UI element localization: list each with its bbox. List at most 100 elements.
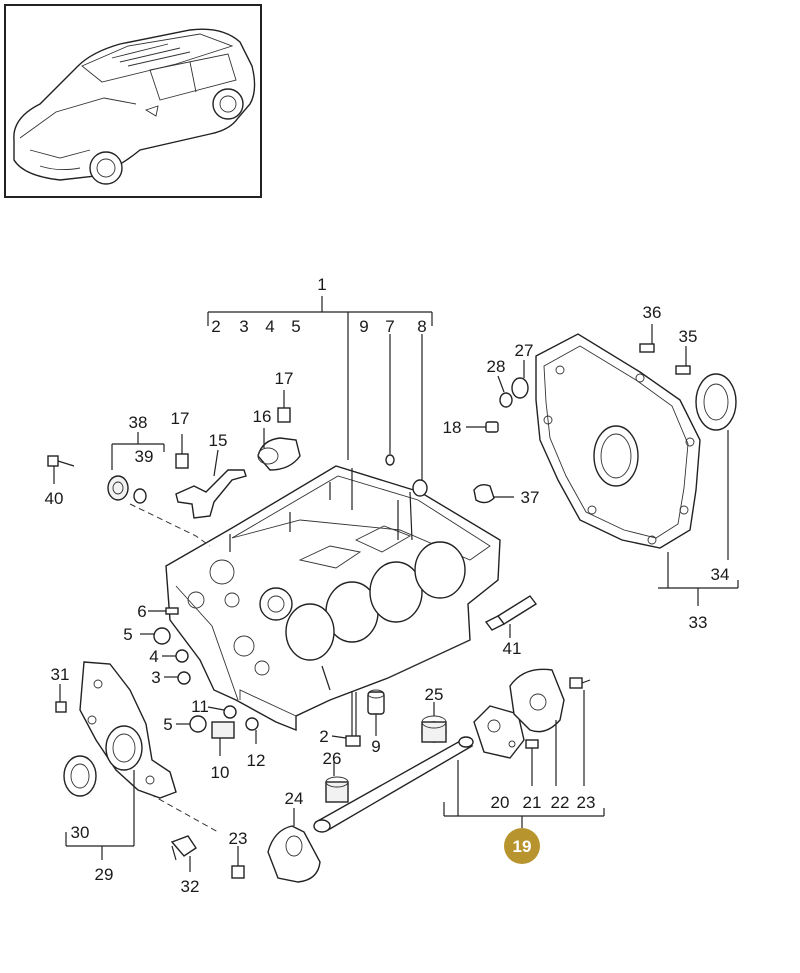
plug-5-top — [140, 627, 171, 645]
pump-plate-20 — [473, 705, 525, 759]
sensor-housing-16 — [257, 428, 301, 471]
ring-11 — [207, 705, 237, 719]
callout-11[interactable]: 11 — [191, 697, 209, 716]
callout-5-mid[interactable]: 5 — [123, 625, 132, 644]
ring-12 — [245, 717, 259, 744]
bracket-group-29 — [65, 770, 135, 860]
bolt-17-top — [277, 390, 291, 423]
callout-23-left[interactable]: 23 — [229, 829, 248, 848]
sensor-38 — [107, 475, 129, 501]
callout-35[interactable]: 35 — [679, 327, 698, 346]
callout-9-top[interactable]: 9 — [359, 317, 368, 336]
bolt-23-right — [569, 677, 591, 786]
callout-24[interactable]: 24 — [285, 789, 304, 808]
callout-23-right[interactable]: 23 — [577, 793, 596, 812]
bolt-35 — [675, 346, 691, 375]
callout-18[interactable]: 18 — [443, 418, 462, 437]
bolt-36 — [639, 324, 655, 353]
callout-3-mid[interactable]: 3 — [151, 668, 160, 687]
callout-7[interactable]: 7 — [385, 317, 394, 336]
callout-21[interactable]: 21 — [523, 793, 542, 812]
counterweight-24 — [267, 808, 321, 883]
bracket-group-33 — [658, 430, 739, 606]
callout-30[interactable]: 30 — [71, 823, 90, 842]
sealant-tube-41 — [484, 595, 538, 638]
vehicle-thumbnail — [4, 4, 262, 198]
callout-27[interactable]: 27 — [515, 341, 534, 360]
bolt-21 — [525, 739, 539, 786]
clip-37 — [473, 483, 514, 504]
callout-5-top[interactable]: 5 — [291, 317, 300, 336]
callout-2-top[interactable]: 2 — [211, 317, 220, 336]
bearing-25 — [421, 702, 447, 743]
callout-32[interactable]: 32 — [181, 877, 200, 896]
rear-cover-plate — [535, 333, 701, 549]
callout-40[interactable]: 40 — [45, 489, 64, 508]
callout-41[interactable]: 41 — [503, 639, 522, 658]
plug-3 — [164, 671, 191, 685]
callout-20[interactable]: 20 — [491, 793, 510, 812]
callout-10[interactable]: 10 — [211, 763, 230, 782]
cover-22 — [509, 668, 565, 733]
plug-8 — [412, 334, 428, 497]
plug-5-lower — [176, 715, 207, 733]
bracket-group-38 — [111, 432, 165, 470]
callout-29[interactable]: 29 — [95, 865, 114, 884]
highlight-badge-label: 19 — [513, 837, 532, 856]
leader-dashed-29 — [149, 793, 219, 833]
front-cover-plate — [79, 661, 177, 799]
sleeve-18 — [466, 421, 499, 433]
callout-3-top[interactable]: 3 — [239, 317, 248, 336]
callout-6[interactable]: 6 — [137, 602, 146, 621]
bracket-group-19 — [443, 720, 605, 828]
callout-2-low[interactable]: 2 — [319, 727, 328, 746]
car-icon — [13, 28, 256, 185]
callout-12[interactable]: 12 — [247, 751, 266, 770]
engine-block — [165, 465, 501, 732]
rear-seal-ring — [695, 373, 737, 431]
callout-5-low[interactable]: 5 — [163, 715, 172, 734]
block-10 — [211, 721, 235, 756]
pin-6 — [148, 607, 179, 615]
callout-38[interactable]: 38 — [129, 413, 148, 432]
bolt-2 — [331, 692, 361, 747]
callout-4-top[interactable]: 4 — [265, 317, 274, 336]
highlight-badge-19[interactable]: 19 — [504, 828, 540, 864]
callout-9-low[interactable]: 9 — [371, 737, 380, 756]
sleeve-9 — [367, 689, 385, 736]
bearing-26 — [325, 762, 349, 803]
bolt-17-left — [175, 434, 189, 469]
leader-block — [321, 665, 331, 691]
callout-33[interactable]: 33 — [689, 613, 708, 632]
callout-37[interactable]: 37 — [521, 488, 540, 507]
tube-15 — [175, 449, 247, 519]
callout-22[interactable]: 22 — [551, 793, 570, 812]
callout-39[interactable]: 39 — [135, 447, 154, 466]
callout-34[interactable]: 34 — [711, 565, 730, 584]
callout-17-left[interactable]: 17 — [171, 409, 190, 428]
callout-26[interactable]: 26 — [323, 749, 342, 768]
callout-25[interactable]: 25 — [425, 685, 444, 704]
seal-30 — [63, 755, 97, 797]
callout-28[interactable]: 28 — [487, 357, 506, 376]
callout-16[interactable]: 16 — [253, 407, 272, 426]
pin-7 — [385, 334, 395, 466]
bolt-31 — [55, 684, 67, 713]
bracket-group-1 — [207, 296, 433, 460]
callout-36[interactable]: 36 — [643, 303, 662, 322]
balance-shaft — [313, 736, 474, 833]
callout-8[interactable]: 8 — [417, 317, 426, 336]
callout-15[interactable]: 15 — [209, 431, 228, 450]
bolt-23-left — [231, 846, 245, 879]
callout-labels: 1 2 3 4 5 9 7 8 36 35 28 27 17 38 17 16 … — [45, 275, 730, 896]
callout-1[interactable]: 1 — [317, 275, 326, 294]
callout-31[interactable]: 31 — [51, 665, 70, 684]
callout-17-top[interactable]: 17 — [275, 369, 294, 388]
sensor-32 — [170, 835, 197, 872]
plug-4 — [162, 649, 189, 663]
bolt-40 — [47, 455, 75, 484]
callout-4-mid[interactable]: 4 — [149, 647, 158, 666]
o-ring-28 — [497, 375, 513, 408]
leader-dashed-38 — [129, 503, 211, 547]
